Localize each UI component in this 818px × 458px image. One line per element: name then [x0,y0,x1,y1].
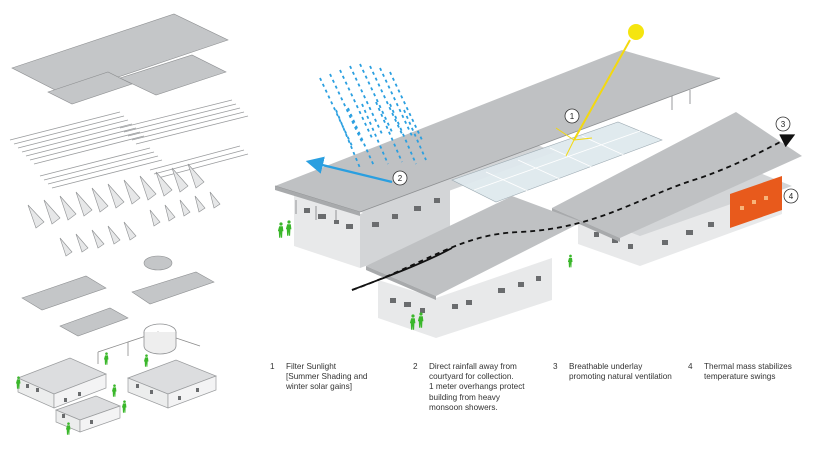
back-block-side-wall [360,184,450,268]
right-roof [552,112,802,238]
legend-line: Direct rainfall away from [429,362,517,371]
right-block-openings [594,222,714,249]
sun-ray-reflections [555,127,593,157]
exploded-roof-main [11,13,229,96]
front-roof-fascia [366,266,436,300]
legend-line: temperature swings [704,372,776,382]
callout-1: 1 [564,108,580,124]
person-icon [122,400,127,413]
person-icon [104,352,109,365]
callout-4: 4 [783,188,799,204]
front-roof [366,196,582,296]
back-block-end-wall [294,192,360,268]
main-roof [275,50,720,212]
airflow-arrow [351,134,796,291]
legend-line: promoting natural ventilation [569,372,672,382]
svg-text:4: 4 [789,192,794,201]
legend-number: 3 [553,362,558,371]
main-roof-fascia [275,186,360,216]
legend-line: Thermal mass stabilizes [704,362,792,371]
exploded-slab-left [21,275,107,311]
front-block-openings [390,276,541,313]
callout-3: 3 [775,116,791,132]
person-icon [286,220,292,236]
building-axonometric: 1 2 3 4 [274,24,802,338]
legend-line: building from heavy [429,392,500,402]
legend-number: 1 [270,362,275,371]
sun-ray [573,39,631,141]
exploded-roof-small [47,71,133,105]
back-block-openings [304,198,440,229]
thermal-mass-openings [740,196,768,210]
right-roof-fascia [552,208,620,242]
rainfall-arrow [305,156,393,184]
exploded-slab-right [131,271,215,305]
exploded-slab-center [59,307,129,337]
rain-lines [319,63,427,169]
legend-number: 2 [413,362,418,371]
legend-line: monsoon showers. [429,402,498,412]
exploded-roof-right [119,54,227,96]
legend-line: winter solar gains] [286,382,352,392]
legend-line: courtyard for collection. [429,372,514,382]
legend-line: Filter Sunlight [286,362,337,371]
svg-text:3: 3 [781,120,786,129]
front-block-side-wall [436,258,552,338]
canopy-grid [473,130,641,193]
legend-line: 1 meter overhangs protect [429,382,525,392]
exploded-wall-openings [26,384,199,424]
main-roof-trusses [295,90,691,224]
person-icon [568,254,573,268]
person-icon [112,384,117,397]
person-icon [144,354,149,367]
exploded-purlins [9,99,249,189]
legend-number: 4 [688,362,693,371]
exploded-walls [17,357,217,433]
legend-line: [Summer Shading and [286,372,368,382]
person-icon [278,222,284,238]
exploded-trusses [27,163,221,257]
sun-icon [628,24,644,40]
exploded-cylinder-roof [143,255,173,271]
svg-text:2: 2 [398,174,403,183]
airflow-inlet [351,247,453,291]
svg-text:1: 1 [570,112,575,121]
callout-2: 2 [392,170,408,186]
legend-line: Breathable underlay [569,362,643,371]
exploded-axonometric [9,13,249,435]
exploded-cylinder [143,323,177,355]
